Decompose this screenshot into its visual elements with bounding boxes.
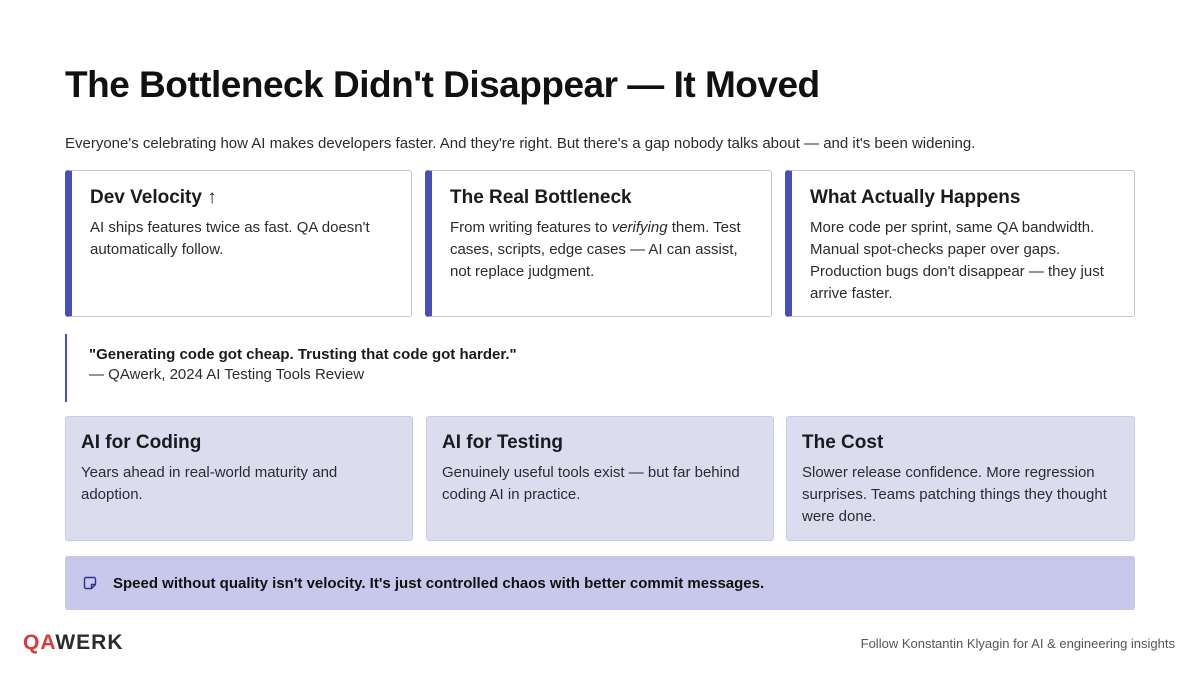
- card-title: Dev Velocity ↑: [90, 187, 217, 208]
- quote-block: "Generating code got cheap. Trusting tha…: [65, 334, 665, 402]
- logo-rest: WERK: [55, 631, 124, 654]
- card-title: What Actually Happens: [810, 187, 1021, 208]
- card-what-actually-happens: What Actually Happens More code per spri…: [785, 170, 1135, 317]
- card-the-cost: The Cost Slower release confidence. More…: [786, 416, 1135, 541]
- card-title: The Real Bottleneck: [450, 187, 632, 208]
- card-body: Slower release confidence. More regressi…: [802, 464, 1107, 525]
- callout-text: Speed without quality isn't velocity. It…: [113, 574, 765, 592]
- logo-accent: QA: [23, 631, 56, 654]
- qawerk-logo: QAWERK: [23, 631, 124, 655]
- card-dev-velocity: Dev Velocity ↑ AI ships features twice a…: [65, 170, 412, 317]
- card-ai-for-testing: AI for Testing Genuinely useful tools ex…: [426, 416, 774, 541]
- card-title: AI for Coding: [81, 432, 202, 453]
- callout-banner: Speed without quality isn't velocity. It…: [65, 556, 1135, 610]
- quote-source: — QAwerk, 2024 AI Testing Tools Review: [89, 366, 365, 383]
- card-real-bottleneck: The Real Bottleneck From writing feature…: [425, 170, 772, 317]
- card-title: AI for Testing: [442, 432, 564, 453]
- card-body-after: them. Test cases, scripts, edge cases — …: [450, 219, 741, 280]
- card-ai-for-coding: AI for Coding Years ahead in real-world …: [65, 416, 413, 541]
- card-body: From writing features to verifying them.…: [450, 217, 753, 283]
- card-body: AI ships features twice as fast. QA does…: [90, 219, 370, 258]
- card-body-before: From writing features to: [450, 219, 612, 236]
- intro-text: Everyone's celebrating how AI makes deve…: [65, 135, 976, 152]
- footer-note: Follow Konstantin Klyagin for AI & engin…: [860, 636, 1175, 651]
- card-body-emphasis: verifying: [611, 219, 668, 236]
- card-title: The Cost: [802, 432, 884, 453]
- note-icon: [83, 576, 97, 590]
- page-title: The Bottleneck Didn't Disappear — It Mov…: [65, 64, 820, 105]
- card-body: More code per sprint, same QA bandwidth.…: [810, 219, 1104, 302]
- quote-text: "Generating code got cheap. Trusting tha…: [89, 346, 517, 363]
- card-body: Genuinely useful tools exist — but far b…: [442, 464, 740, 503]
- card-body: Years ahead in real-world maturity and a…: [81, 464, 338, 503]
